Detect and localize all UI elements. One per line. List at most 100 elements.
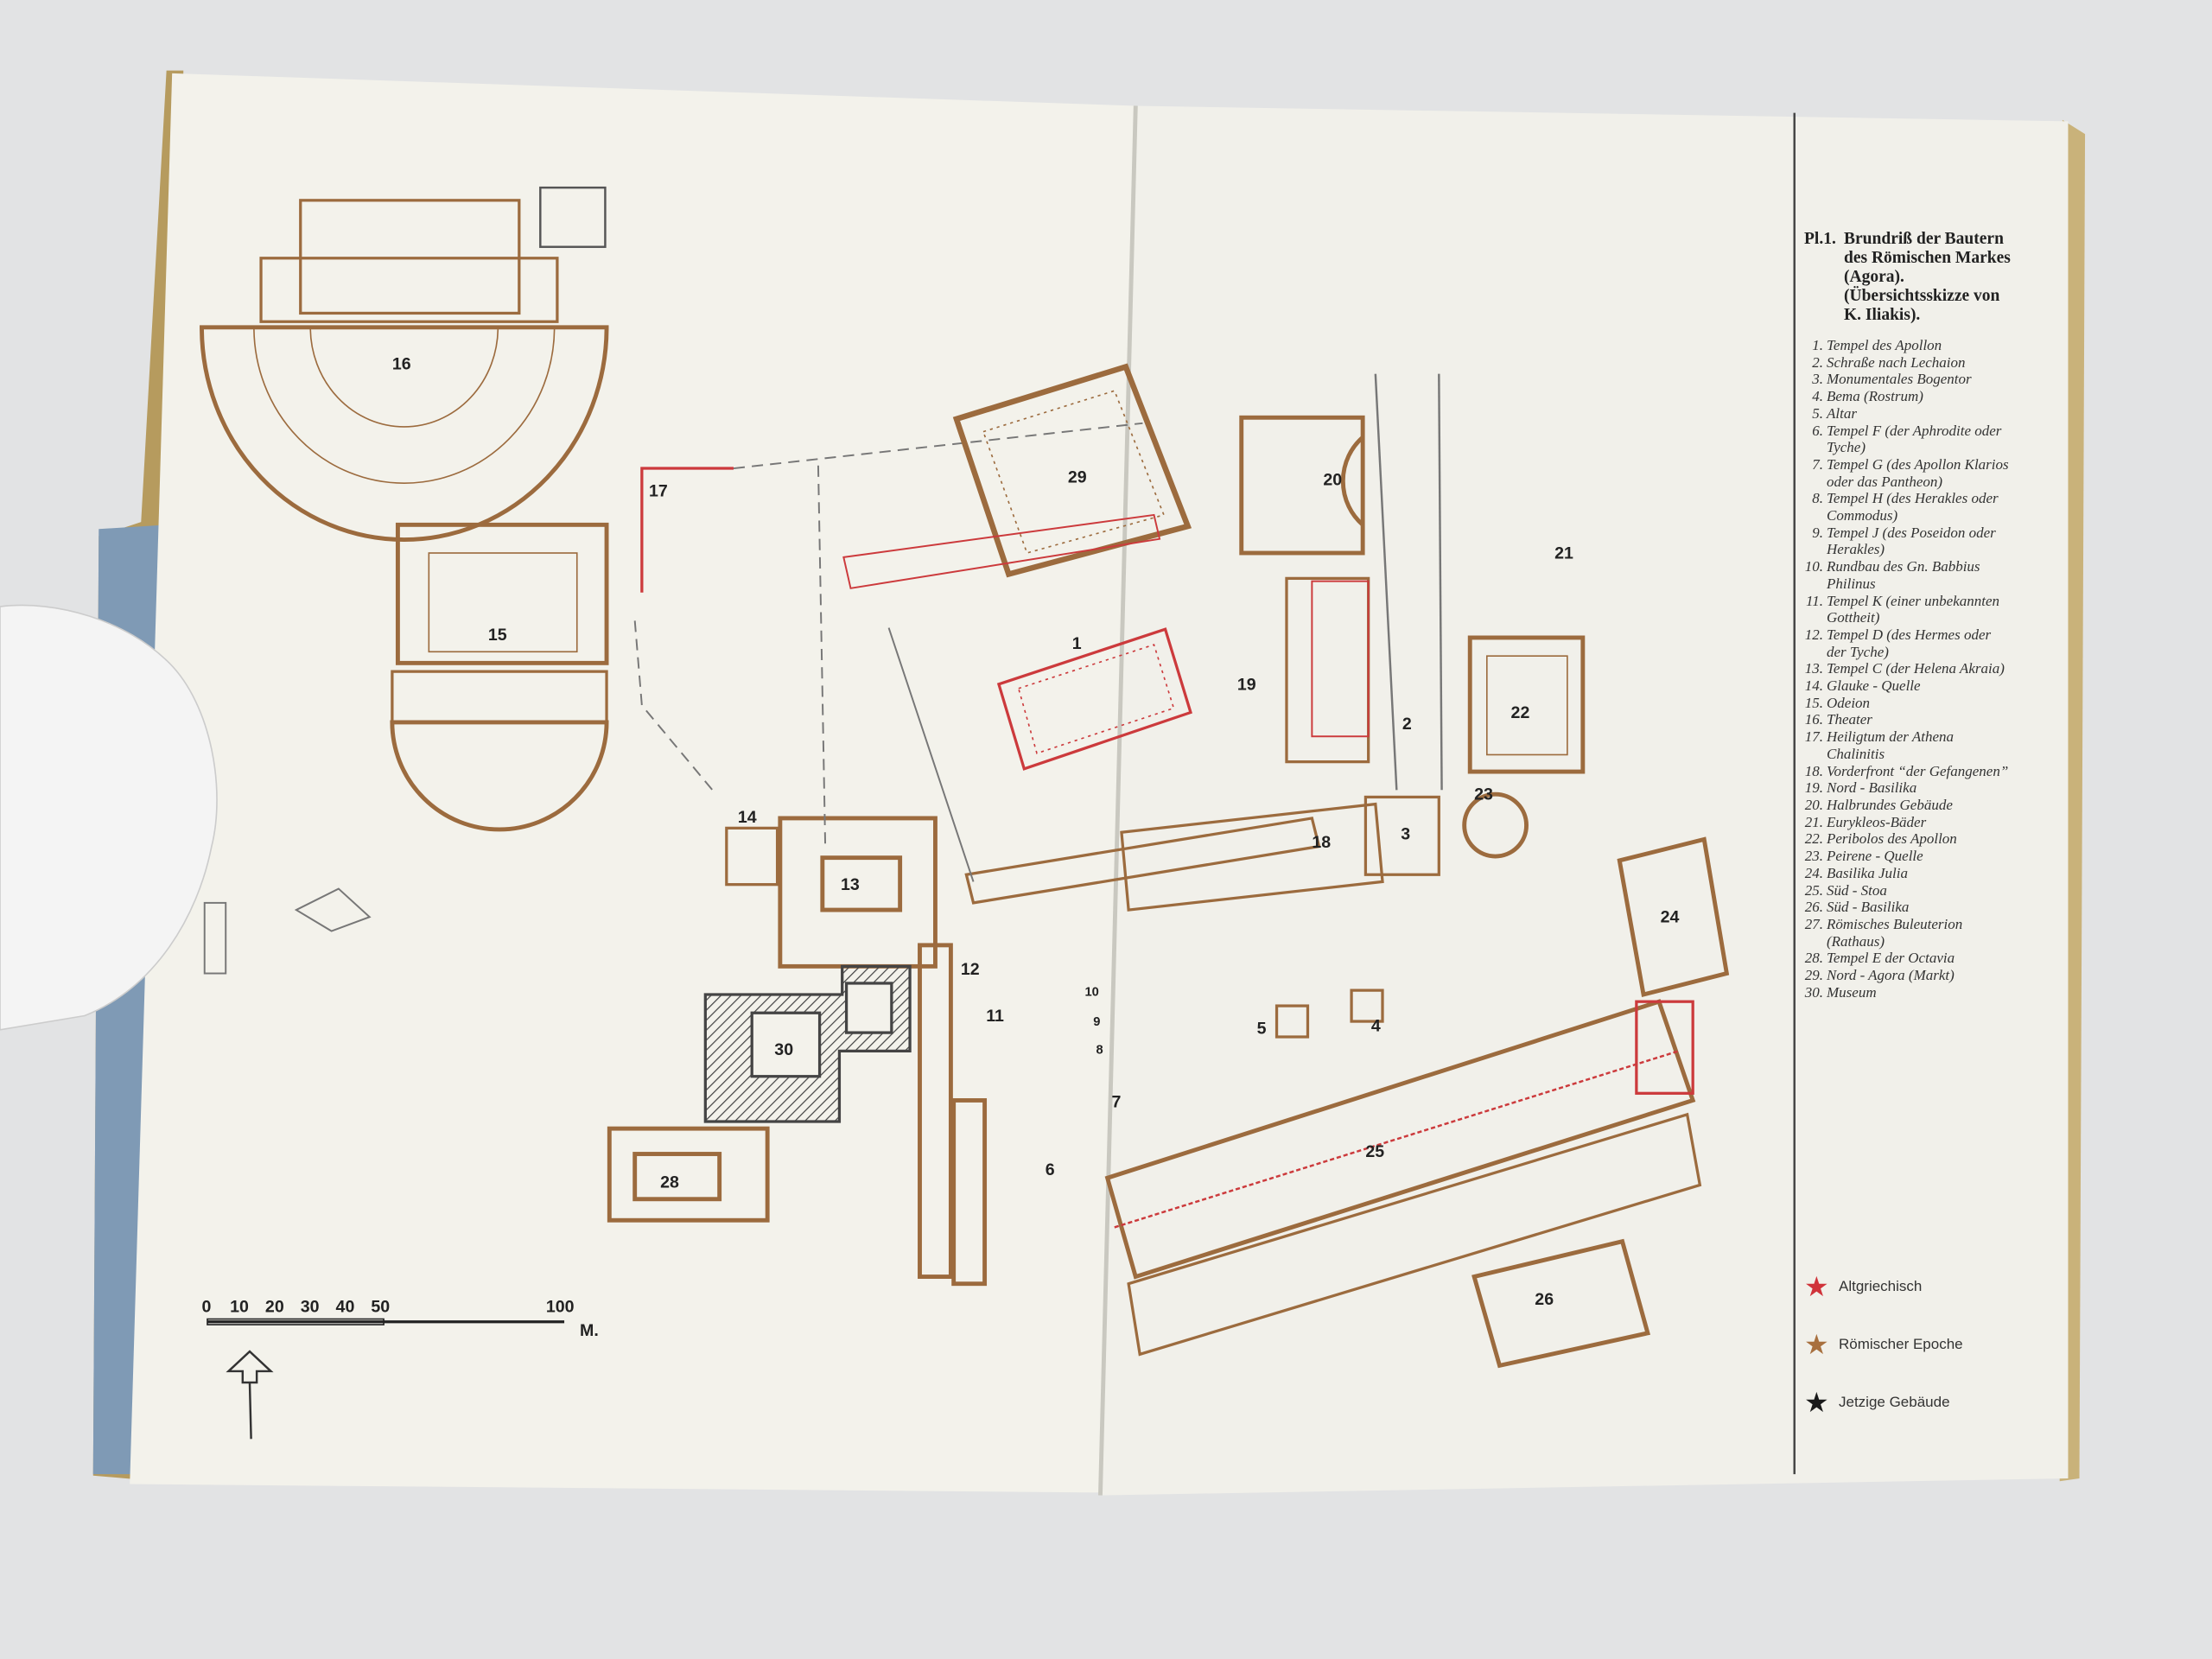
legend-item: 27.Römisches Buleuterion (Rathaus) xyxy=(1804,916,2012,950)
key-modern: ★ Jetzige Gebäude xyxy=(1804,1388,1963,1417)
legend-item-number: 25. xyxy=(1804,881,1823,899)
key-label: Jetzige Gebäude xyxy=(1839,1394,1950,1410)
legend-item-text: Süd - Stoa xyxy=(1827,881,1887,899)
legend-item-number: 26. xyxy=(1804,899,1823,916)
legend-item: 15.Odeion xyxy=(1804,695,2012,712)
legend-item-number: 12. xyxy=(1804,626,1823,643)
legend-item: 20.Halbrundes Gebäude xyxy=(1804,797,2012,814)
scale-tick-20: 20 xyxy=(265,1297,284,1316)
map-label-4: 4 xyxy=(1371,1016,1381,1035)
legend-item: 22.Peribolos des Apollon xyxy=(1804,830,2012,848)
legend-item: 28.Tempel E der Octavia xyxy=(1804,950,2012,967)
legend-item-text: Nord - Agora (Markt) xyxy=(1827,967,1955,984)
map-labels: 16 17 29 20 21 15 1 19 22 2 23 14 18 3 1… xyxy=(392,355,1680,1309)
scale-tick-10: 10 xyxy=(230,1297,249,1316)
scale-bar: 0 10 20 30 40 50 100 M. xyxy=(201,1297,598,1340)
scale-tick-50: 50 xyxy=(371,1297,390,1316)
legend-title: Pl.1. Brundriß der Bautern des Römischen… xyxy=(1804,230,2012,325)
legend-item-text: Tempel F (der Aphrodite oder Tyche) xyxy=(1827,422,2002,456)
legend-item-number: 28. xyxy=(1804,950,1823,967)
scale-unit: M. xyxy=(580,1321,599,1340)
map-label-1: 1 xyxy=(1072,634,1082,653)
legend-item: 24.Basilika Julia xyxy=(1804,865,2012,882)
scale-tick-30: 30 xyxy=(301,1297,320,1316)
legend-item-text: Schraße nach Lechaion xyxy=(1827,353,1966,371)
legend-item-text: Süd - Basilika xyxy=(1827,899,1910,916)
legend-item-text: Römisches Buleuterion (Rathaus) xyxy=(1827,915,1963,950)
legend-item: 18.Vorderfront “der Gefangenen” xyxy=(1804,763,2012,780)
legend-item-number: 2. xyxy=(1812,353,1823,371)
legend-item-text: Tempel G (des Apollon Klarios oder das P… xyxy=(1827,455,2009,490)
map-label-13: 13 xyxy=(841,875,860,894)
legend-item: 25.Süd - Stoa xyxy=(1804,882,2012,899)
legend-item: 14.Glauke - Quelle xyxy=(1804,677,2012,695)
legend-item-text: Rundbau des Gn. Babbius Philinus xyxy=(1827,558,1980,592)
legend-item: 12.Tempel D (des Hermes oder der Tyche) xyxy=(1804,626,2012,660)
legend-item: 6.Tempel F (der Aphrodite oder Tyche) xyxy=(1804,423,2012,456)
map-label-2: 2 xyxy=(1402,715,1412,734)
plate-number: Pl.1. xyxy=(1804,230,1836,248)
legend-item: 8.Tempel H (des Herakles oder Commodus) xyxy=(1804,490,2012,524)
legend-item-text: Bema (Rostrum) xyxy=(1827,388,1923,405)
legend-item-number: 21. xyxy=(1804,813,1823,830)
map-label-9: 9 xyxy=(1093,1015,1100,1029)
legend-item-number: 5. xyxy=(1812,404,1823,422)
legend-item-number: 22. xyxy=(1804,830,1823,848)
legend-item-number: 17. xyxy=(1804,728,1823,746)
gutter-shadow xyxy=(1098,105,1138,1496)
star-icon: ★ xyxy=(1804,1387,1829,1418)
key-label: Altgriechisch xyxy=(1839,1278,1923,1294)
legend-item: 11.Tempel K (einer unbekannten Gottheit) xyxy=(1804,593,2012,626)
site-plan xyxy=(200,186,1730,1369)
legend-item-number: 13. xyxy=(1804,660,1823,677)
map-label-26: 26 xyxy=(1535,1290,1554,1309)
legend-item-text: Halbrundes Gebäude xyxy=(1827,796,1953,813)
star-icon: ★ xyxy=(1804,1271,1829,1302)
map-label-19: 19 xyxy=(1237,675,1256,694)
legend-item-number: 20. xyxy=(1804,796,1823,813)
key-greek: ★ Altgriechisch xyxy=(1804,1272,1963,1301)
legend-item-text: Museum xyxy=(1827,983,1877,1001)
map-label-3: 3 xyxy=(1401,824,1410,843)
legend-item-number: 8. xyxy=(1812,490,1823,507)
legend-item: 5.Altar xyxy=(1804,405,2012,423)
legend-item-number: 18. xyxy=(1804,762,1823,779)
map-label-7: 7 xyxy=(1112,1093,1122,1112)
legend-item: 13.Tempel C (der Helena Akraia) xyxy=(1804,660,2012,677)
map-label-11: 11 xyxy=(986,1007,1004,1026)
legend-item-number: 1. xyxy=(1812,337,1823,353)
legend-item: 17.Heiligtum der Athena Chalinitis xyxy=(1804,728,2012,762)
map-label-6: 6 xyxy=(1046,1160,1055,1179)
legend-item: 4.Bema (Rostrum) xyxy=(1804,388,2012,405)
legend-item-text: Tempel D (des Hermes oder der Tyche) xyxy=(1827,626,1992,660)
map-label-24: 24 xyxy=(1661,908,1680,927)
map-label-22: 22 xyxy=(1511,703,1530,722)
map-label-5: 5 xyxy=(1257,1020,1267,1039)
map-label-30: 30 xyxy=(774,1040,793,1059)
legend-item-text: Monumentales Bogentor xyxy=(1827,371,1972,388)
map-label-14: 14 xyxy=(738,808,757,827)
legend-item-text: Peirene - Quelle xyxy=(1827,848,1923,865)
legend-item-text: Theater xyxy=(1827,711,1872,728)
map-label-29: 29 xyxy=(1068,467,1087,486)
legend-item: 29.Nord - Agora (Markt) xyxy=(1804,967,2012,984)
legend-item-number: 15. xyxy=(1804,694,1823,711)
north-arrow-icon xyxy=(226,1350,274,1440)
legend-item-number: 9. xyxy=(1812,524,1823,541)
legend-item-number: 23. xyxy=(1804,848,1823,865)
legend-item: 26.Süd - Basilika xyxy=(1804,899,2012,916)
map-label-15: 15 xyxy=(488,626,507,645)
scale-tick-0: 0 xyxy=(201,1297,211,1316)
scale-tick-100: 100 xyxy=(546,1297,575,1316)
map-label-17: 17 xyxy=(649,482,668,501)
legend-item-number: 16. xyxy=(1804,711,1823,728)
map-label-18: 18 xyxy=(1312,833,1331,852)
legend-item-text: Basilika Julia xyxy=(1827,864,1908,881)
map-label-20: 20 xyxy=(1323,471,1342,490)
legend-item: 3.Monumentales Bogentor xyxy=(1804,371,2012,388)
legend-item-text: Tempel E der Octavia xyxy=(1827,950,1955,967)
legend-item-number: 19. xyxy=(1804,779,1823,797)
key-label: Römischer Epoche xyxy=(1839,1336,1963,1352)
legend-item-text: Nord - Basilika xyxy=(1827,779,1917,797)
legend-item-number: 10. xyxy=(1804,558,1823,575)
